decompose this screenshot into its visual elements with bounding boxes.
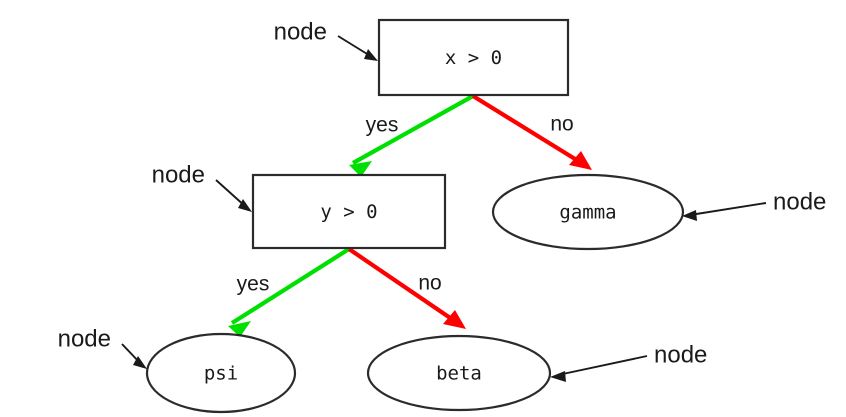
node-root[interactable]: x > 0	[377, 18, 570, 97]
annotation-second: node	[152, 161, 252, 212]
node-root-box	[377, 18, 570, 97]
node-beta[interactable]: beta	[366, 334, 552, 412]
annotation-second-leader	[215, 179, 247, 208]
node-gamma[interactable]: gamma	[491, 173, 685, 251]
annotation-second-label: node	[152, 161, 205, 188]
annotation-psi-arrowhead	[133, 356, 147, 369]
node-beta-label: beta	[436, 363, 482, 385]
node-psi-label: psi	[204, 363, 238, 385]
annotation-second-arrowhead	[238, 199, 252, 212]
edge-root-yes	[349, 94, 475, 177]
node-beta-ellipse	[366, 334, 552, 412]
annotation-gamma-arrowhead	[682, 210, 697, 221]
annotation-gamma: node	[682, 188, 826, 221]
annotation-root-arrowhead	[364, 49, 378, 61]
node-root-label: x > 0	[445, 47, 502, 69]
edge-root-yes-line	[351, 94, 475, 165]
edge-label-second-no: no	[418, 272, 441, 295]
annotation-beta-arrowhead	[550, 371, 566, 382]
node-second-box	[251, 173, 447, 250]
edge-label-root-yes: yes	[366, 114, 399, 137]
node-psi[interactable]: psi	[145, 332, 297, 414]
node-gamma-ellipse	[491, 173, 685, 251]
edge-root-no-arrowhead	[569, 151, 592, 170]
annotation-gamma-label: node	[773, 188, 826, 215]
node-gamma-label: gamma	[559, 202, 616, 224]
annotation-root-label: node	[274, 18, 327, 45]
annotation-root: node	[274, 18, 378, 61]
edge-second-no-arrowhead	[443, 310, 466, 329]
annotation-beta-leader	[557, 355, 648, 376]
edge-second-no	[347, 247, 466, 329]
edge-label-second-yes: yes	[237, 273, 270, 296]
annotation-gamma-leader	[689, 202, 767, 216]
edge-second-no-line	[347, 247, 464, 328]
edge-second-yes	[228, 247, 351, 337]
annotation-psi: node	[58, 325, 147, 369]
annotation-beta-label: node	[654, 341, 707, 368]
edge-root-yes-arrowhead	[349, 161, 372, 177]
node-second[interactable]: y > 0	[251, 173, 447, 250]
annotation-psi-label: node	[58, 325, 111, 352]
node-psi-ellipse	[145, 332, 297, 414]
edge-root-no	[471, 94, 592, 170]
node-second-label: y > 0	[320, 201, 377, 223]
edge-root-no-line	[471, 94, 590, 169]
annotation-beta: node	[550, 341, 707, 382]
edge-second-yes-line	[230, 247, 351, 325]
edge-label-root-no: no	[550, 113, 573, 136]
edge-second-yes-arrowhead	[228, 321, 251, 337]
